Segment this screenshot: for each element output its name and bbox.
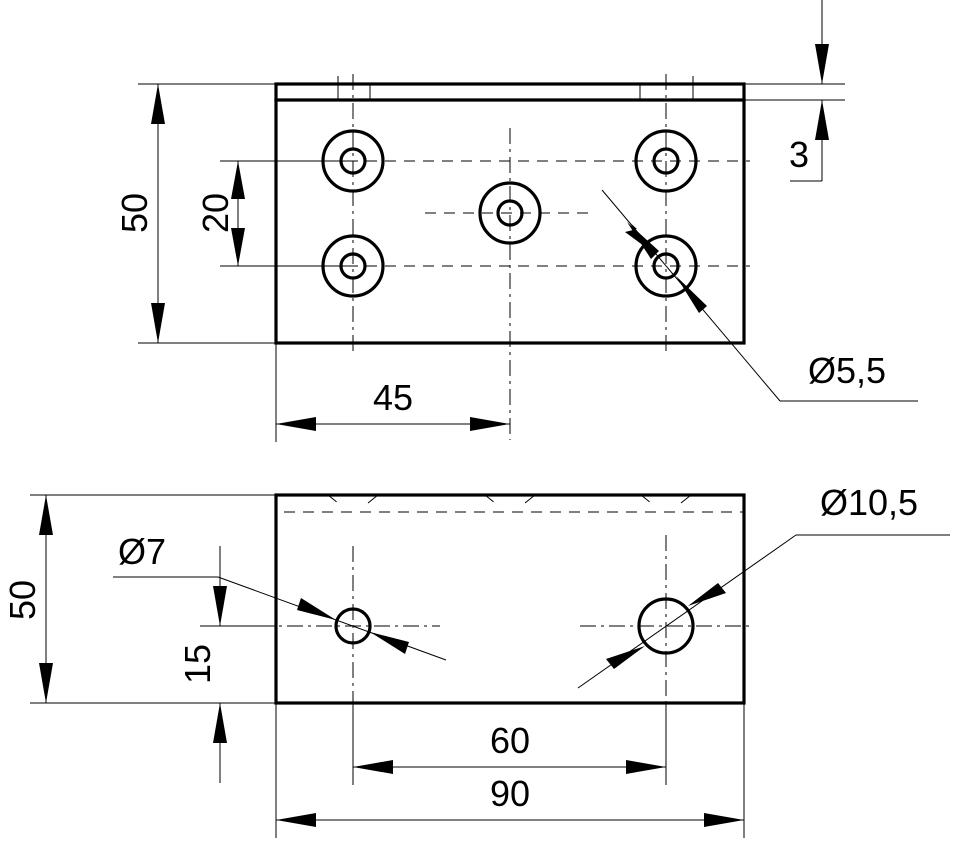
dim-front-height-label: 50 xyxy=(2,580,43,620)
dim-overall-width: 90 xyxy=(275,703,745,838)
dim-center-offset-label: 45 xyxy=(373,377,413,418)
dim-lip-thickness: 3 xyxy=(744,0,845,182)
dim-hole-distance-label: 60 xyxy=(490,720,530,761)
dim-hole-distance: 60 xyxy=(352,703,667,785)
hole-large xyxy=(637,597,695,655)
dim-hole-dia-small-label: Ø7 xyxy=(118,531,166,572)
dim-hole-spacing: 20 xyxy=(195,160,353,267)
hole-top-right xyxy=(634,129,698,193)
dim-hole-spacing-label: 20 xyxy=(195,193,236,233)
top-view: 50 20 3 45 xyxy=(114,0,918,442)
front-view-outline xyxy=(274,493,746,705)
front-view: 50 15 Ø7 Ø10,5 xyxy=(2,482,950,838)
dim-top-height-label: 50 xyxy=(114,193,155,233)
hole-center xyxy=(478,181,542,245)
dim-small-hole-dia-label: Ø5,5 xyxy=(808,350,886,391)
dim-top-height: 50 xyxy=(114,83,276,344)
dim-overall-width-label: 90 xyxy=(490,773,530,814)
dim-front-height: 50 xyxy=(2,494,276,704)
dim-hole-dia-large: Ø10,5 xyxy=(577,482,950,689)
dim-lip-thickness-label: 3 xyxy=(789,134,809,175)
dim-small-hole-dia: Ø5,5 xyxy=(601,189,918,402)
dim-hole-height-label: 15 xyxy=(177,644,218,684)
hole-small xyxy=(334,607,372,645)
dim-center-offset: 45 xyxy=(275,343,510,442)
dim-hole-height: 15 xyxy=(177,546,276,783)
hole-bottom-right xyxy=(634,234,698,298)
dim-hole-dia-large-label: Ø10,5 xyxy=(820,482,918,523)
dim-hole-dia-small: Ø7 xyxy=(113,531,447,661)
